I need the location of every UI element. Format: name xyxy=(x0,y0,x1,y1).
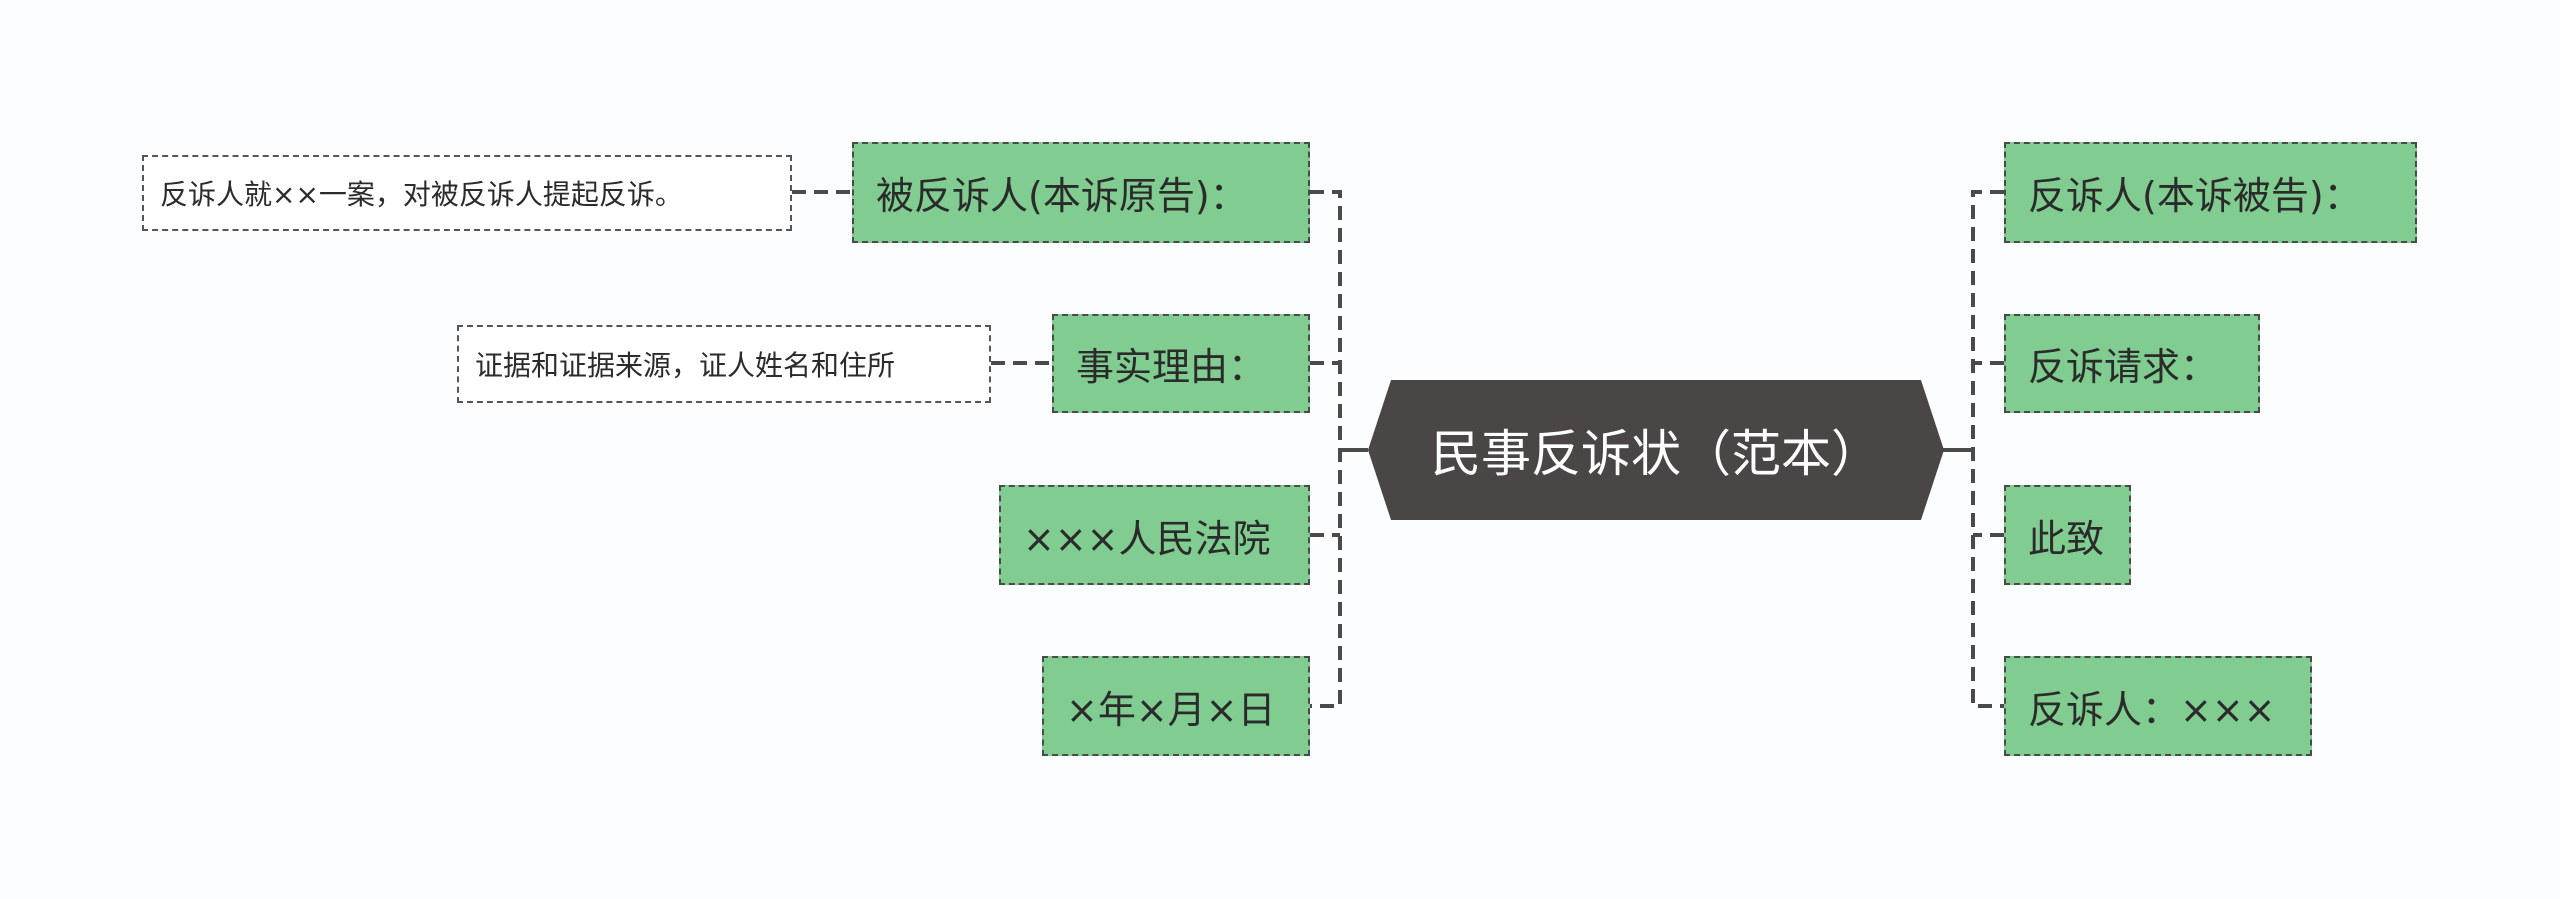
node-court[interactable]: ×××人民法院 xyxy=(999,485,1310,585)
node-label: ×年×月×日 xyxy=(1066,687,1276,732)
node-label: 反诉人(本诉被告)： xyxy=(2028,174,2362,218)
node-label: 事实理由： xyxy=(1076,345,1267,389)
node-counterclaim-request[interactable]: 反诉请求： xyxy=(2004,314,2260,413)
node-label: 反诉人：××× xyxy=(2028,687,2276,732)
node-signature[interactable]: 反诉人：××× xyxy=(2004,656,2312,756)
note-counterclaim-statement[interactable]: 反诉人就××一案，对被反诉人提起反诉。 xyxy=(142,155,792,231)
node-label: 反诉请求： xyxy=(2028,345,2219,389)
node-label: 被反诉人(本诉原告)： xyxy=(876,174,1248,218)
node-salutation[interactable]: 此致 xyxy=(2004,485,2131,585)
node-counter-plaintiff[interactable]: 反诉人(本诉被告)： xyxy=(2004,142,2417,243)
root-title: 民事反诉状（范本） xyxy=(1431,425,1881,483)
node-label: ×××人民法院 xyxy=(1023,516,1271,561)
node-counter-defendant[interactable]: 被反诉人(本诉原告)： xyxy=(852,142,1310,243)
node-date[interactable]: ×年×月×日 xyxy=(1042,656,1310,756)
note-evidence[interactable]: 证据和证据来源，证人姓名和住所 xyxy=(457,325,991,403)
note-text: 证据和证据来源，证人姓名和住所 xyxy=(475,349,896,382)
root-topic[interactable]: 民事反诉状（范本） xyxy=(1368,380,1944,520)
node-label: 此致 xyxy=(2028,516,2105,561)
note-text: 反诉人就××一案，对被反诉人提起反诉。 xyxy=(160,178,683,211)
node-facts-reasons[interactable]: 事实理由： xyxy=(1052,314,1310,413)
